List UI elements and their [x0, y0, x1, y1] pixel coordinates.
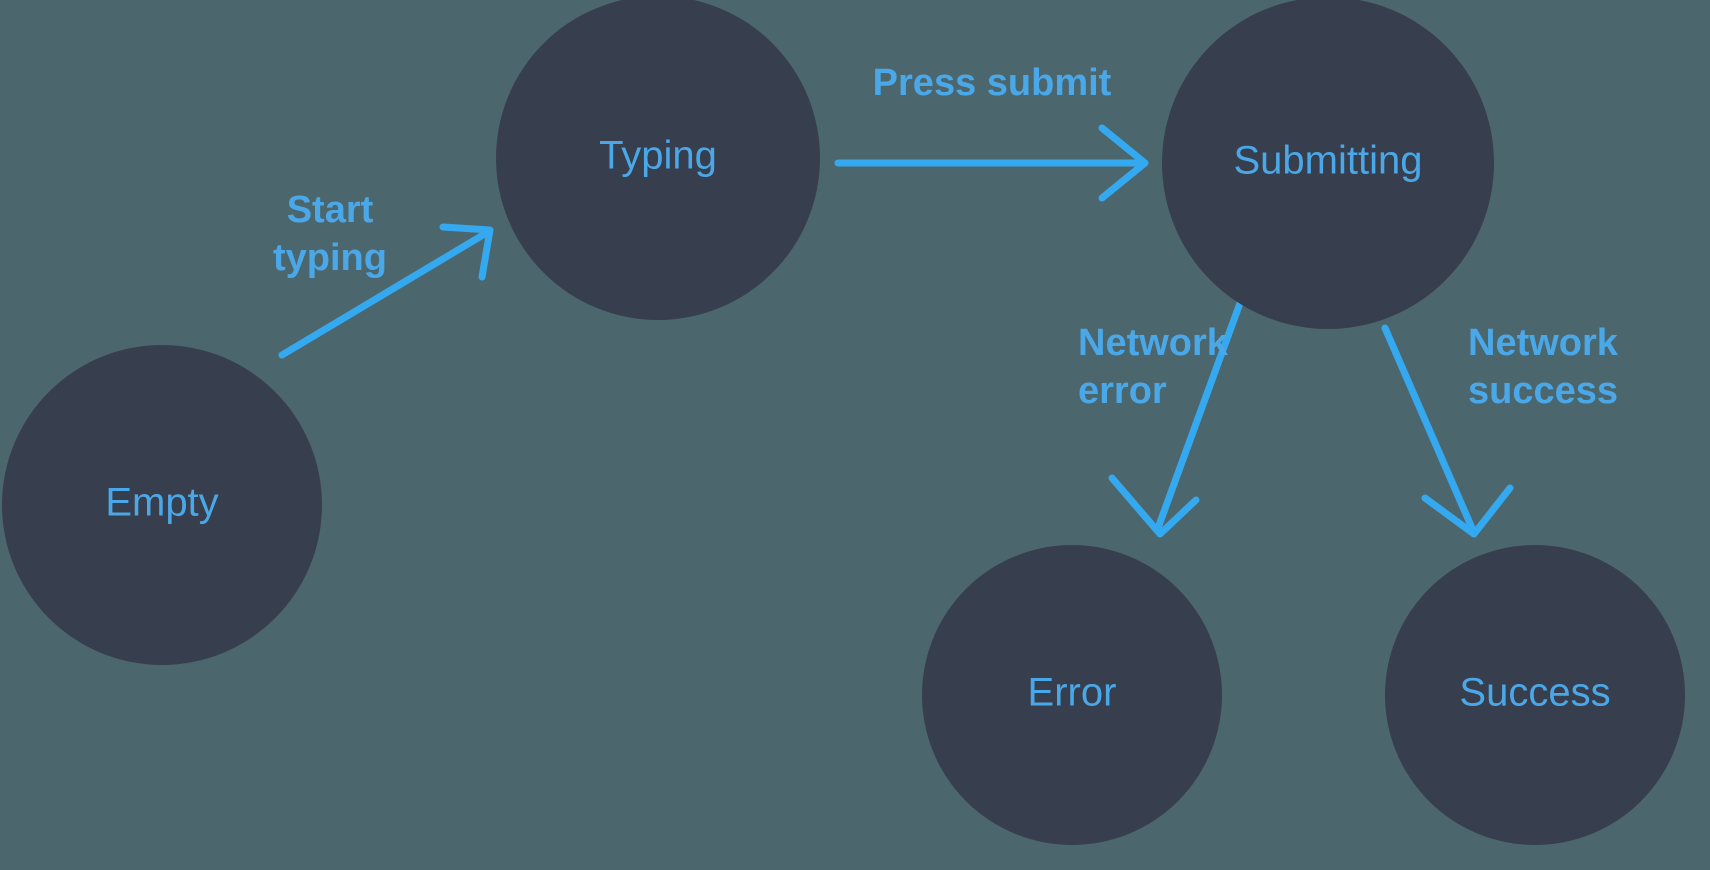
transition-label-network-error: Network error	[1078, 322, 1229, 412]
transition-label-start-typing: Start typing	[273, 189, 387, 279]
transition-label-line: Network	[1078, 322, 1229, 364]
transition-label-line: Start	[287, 189, 374, 231]
state-node-circle-typing[interactable]	[496, 0, 820, 320]
state-node-circle-error[interactable]	[922, 545, 1222, 845]
arrow-line-start-typing	[278, 228, 492, 359]
state-node-typing[interactable]: Typing	[496, 0, 820, 320]
transition-label-line: success	[1468, 370, 1618, 412]
transition-label-line: Network	[1468, 322, 1619, 364]
transition-label-press-submit: Press submit	[873, 62, 1112, 104]
arrowhead-icon-start-typing	[439, 223, 494, 281]
transition-label-line: Press submit	[873, 62, 1112, 104]
state-node-success[interactable]: Success	[1385, 545, 1685, 845]
transition-arrow-network-error	[1108, 291, 1247, 538]
transition-arrow-press-submit	[834, 124, 1149, 202]
state-node-label-submitting: Submitting	[1234, 139, 1423, 183]
state-node-label-success: Success	[1459, 671, 1610, 715]
edges-layer	[278, 124, 1514, 538]
transition-label-line: typing	[273, 237, 387, 279]
transition-arrow-network-success	[1381, 324, 1514, 538]
transition-arrow-start-typing	[278, 223, 494, 359]
transition-label-line: error	[1078, 370, 1167, 412]
state-node-label-empty: Empty	[105, 481, 218, 525]
state-node-error[interactable]: Error	[922, 545, 1222, 845]
arrowhead-icon-network-error	[1108, 474, 1200, 538]
state-node-circle-empty[interactable]	[2, 345, 322, 665]
transition-label-network-success: Network success	[1468, 322, 1619, 412]
state-node-label-error: Error	[1028, 671, 1117, 715]
arrowhead-icon-network-success	[1421, 484, 1514, 538]
state-node-empty[interactable]: Empty	[2, 345, 322, 665]
arrow-line-network-error	[1154, 291, 1247, 532]
state-node-circle-success[interactable]	[1385, 545, 1685, 845]
arrowhead-icon-press-submit	[1098, 124, 1149, 202]
state-node-submitting[interactable]: Submitting	[1162, 0, 1494, 329]
state-node-circle-submitting[interactable]	[1162, 0, 1494, 329]
state-node-label-typing: Typing	[599, 134, 717, 178]
arrow-line-network-success	[1381, 324, 1476, 532]
